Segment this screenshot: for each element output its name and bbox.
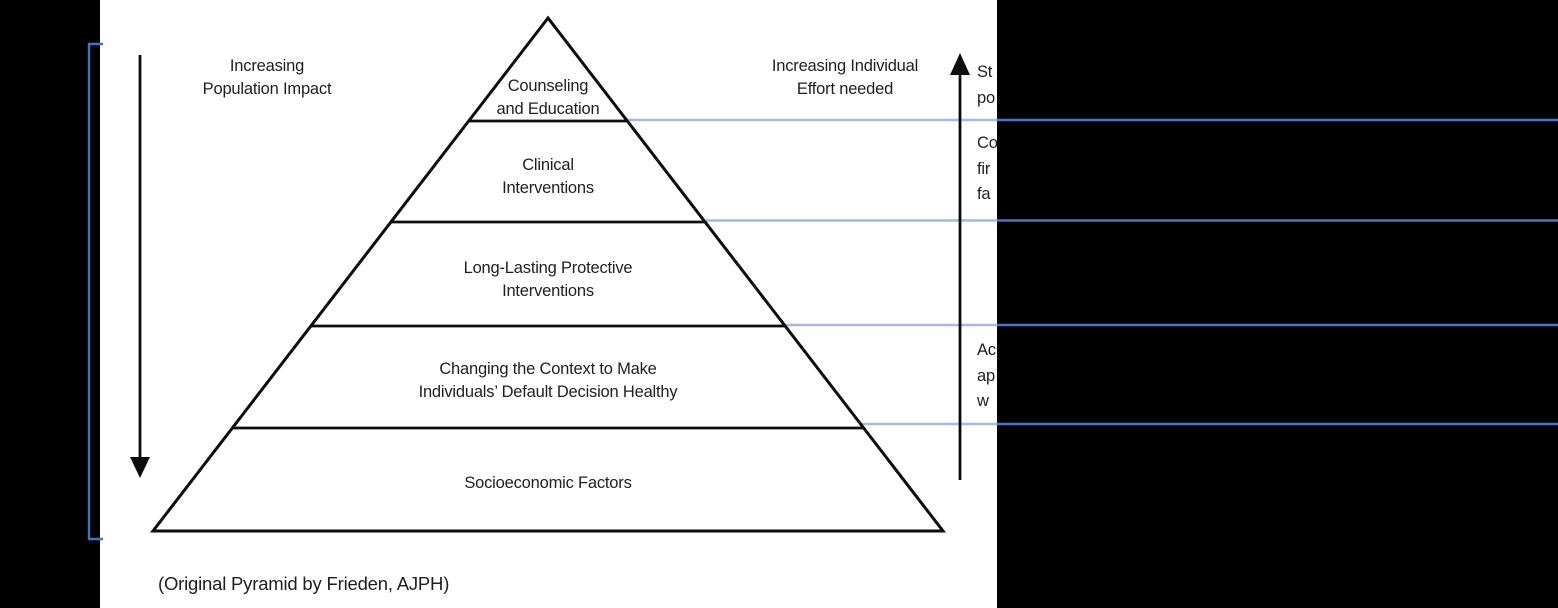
right-annotation-fragment-1: St po: [977, 63, 995, 107]
right-axis-label: Increasing Individual Effort needed: [771, 57, 919, 98]
pyramid-level-label-clinical-interventions: Clinical Interventions: [502, 156, 594, 197]
pyramid-level-label-long-lasting-protective: Long-Lasting Protective Interventions: [463, 259, 633, 300]
pyramid-level-label-counseling-education: Counseling and Education: [496, 77, 600, 118]
pyramid-level-label-socioeconomic-factors: Socioeconomic Factors: [464, 474, 632, 492]
right-annotation-fragment-2: Co fir fa: [977, 134, 997, 203]
right-annotation-fragment-3: Ac ap w: [977, 341, 996, 410]
left-axis-label: Increasing Population Impact: [202, 57, 332, 98]
source-caption: (Original Pyramid by Frieden, AJPH): [158, 573, 450, 594]
slide-area: Increasing Population Impact Increasing …: [100, 0, 997, 608]
pyramid-level-label-changing-context: Changing the Context to Make Individuals…: [418, 360, 678, 401]
